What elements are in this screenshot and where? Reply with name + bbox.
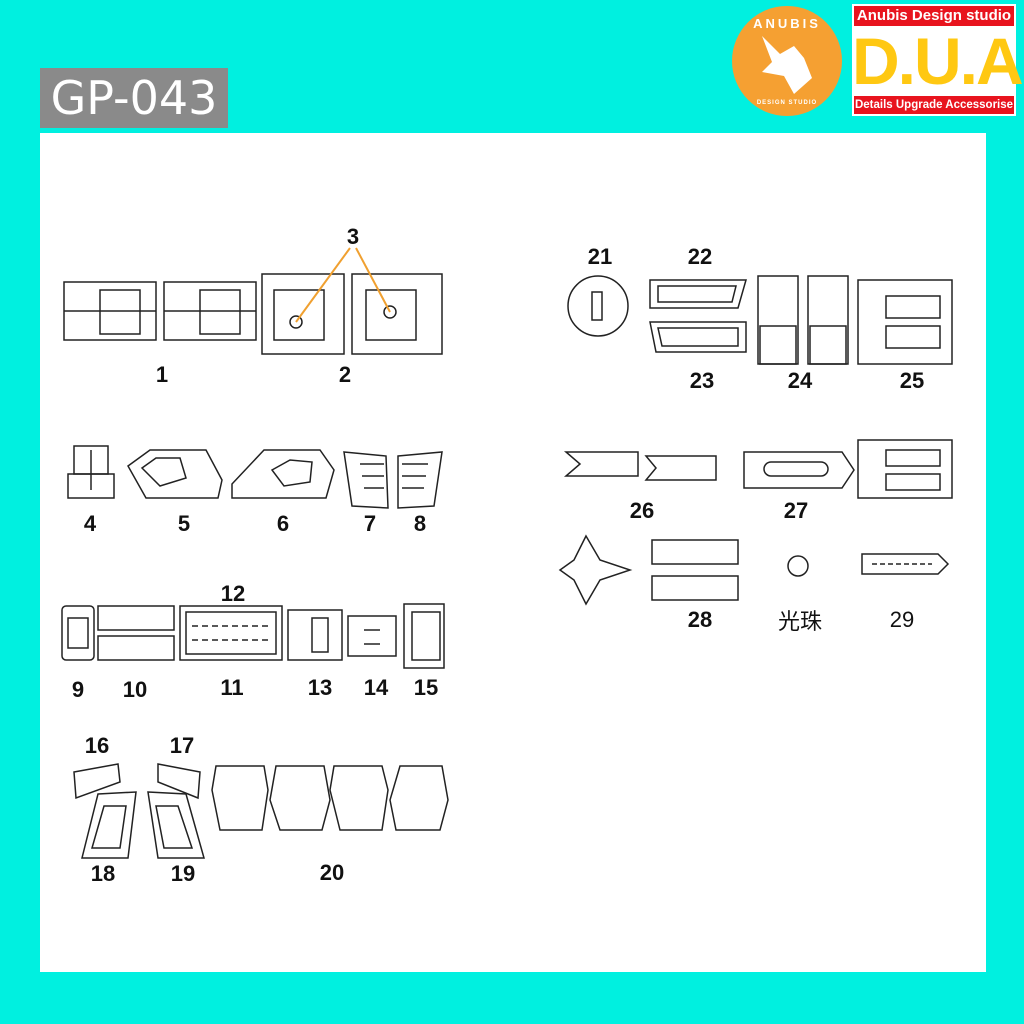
label-part-9: 9 <box>71 677 85 702</box>
anubis-logo-name: ANUBIS <box>753 16 821 31</box>
dua-logo: Anubis Design studio D.U.A Details Upgra… <box>852 4 1024 116</box>
label-part-29: 29 <box>889 607 915 632</box>
label-part-3: 3 <box>346 224 360 249</box>
part-19-drawing <box>147 791 205 859</box>
label-part-19: 19 <box>170 861 196 886</box>
part-7-drawing <box>343 451 389 509</box>
light-bead-drawing <box>787 555 809 577</box>
label-part-8: 8 <box>413 511 427 536</box>
label-part-14: 14 <box>363 675 389 700</box>
anubis-logo: ANUBIS DESIGN STUDIO <box>732 6 842 116</box>
label-part-11: 11 <box>220 675 244 700</box>
label-part-6: 6 <box>276 511 290 536</box>
part-22-drawing <box>649 279 747 309</box>
label-part-5: 5 <box>177 511 191 536</box>
part-24-drawing <box>757 275 849 365</box>
part-28-drawing <box>651 539 739 601</box>
part-26-drawing <box>563 451 717 481</box>
label-part-21: 21 <box>587 244 613 269</box>
part-star-drawing <box>558 534 633 606</box>
part-8-drawing <box>397 451 443 509</box>
label-part-23: 23 <box>689 368 715 393</box>
part-16-drawing <box>73 763 121 800</box>
label-part-4: 4 <box>83 511 97 536</box>
label-part-27: 27 <box>783 498 809 523</box>
part-4-drawing <box>67 445 115 499</box>
dua-main-text: D.U.A <box>852 24 1024 98</box>
label-part-26: 26 <box>629 498 655 523</box>
label-part-12: 12 <box>220 581 246 606</box>
dua-bottom-text: Details Upgrade Accessorise <box>854 96 1014 114</box>
label-part-13: 13 <box>307 675 333 700</box>
product-code: GP-043 <box>40 68 228 128</box>
anubis-logo-subtitle: DESIGN STUDIO <box>756 100 818 106</box>
parts-panel <box>40 133 986 972</box>
part-29-drawing <box>861 553 950 575</box>
part-13-drawing <box>287 609 343 661</box>
part-14-drawing <box>347 615 397 657</box>
part-23-drawing <box>649 321 747 353</box>
label-part-25: 25 <box>899 368 925 393</box>
part-17-drawing <box>157 763 201 800</box>
label-light-bead: 光珠 <box>777 610 823 635</box>
part-2-drawing <box>261 273 443 355</box>
dua-top-text: Anubis Design studio <box>854 6 1014 26</box>
part-25b-drawing <box>857 439 953 499</box>
label-part-1: 1 <box>155 362 169 387</box>
label-part-2: 2 <box>338 362 352 387</box>
part-9-drawing <box>61 605 95 661</box>
label-part-22: 22 <box>687 244 713 269</box>
part-21-drawing <box>567 275 629 337</box>
part-25-drawing <box>857 279 953 365</box>
part-20-drawing <box>211 765 449 831</box>
label-part-28: 28 <box>687 607 713 632</box>
part-1-drawing <box>63 281 257 341</box>
part-11-drawing <box>179 605 283 661</box>
label-part-17: 17 <box>169 733 195 758</box>
part-27-drawing <box>743 451 855 489</box>
anubis-head-icon <box>762 36 812 94</box>
part-10-drawing <box>97 605 175 661</box>
label-part-10: 10 <box>122 677 148 702</box>
part-5-drawing <box>127 449 223 499</box>
label-part-15: 15 <box>413 675 439 700</box>
label-part-20: 20 <box>319 860 345 885</box>
label-part-18: 18 <box>90 861 116 886</box>
label-part-24: 24 <box>787 368 813 393</box>
part-18-drawing <box>81 791 137 859</box>
part-6-drawing <box>231 449 335 499</box>
leader-lines <box>295 247 391 323</box>
part-15-drawing <box>403 603 445 669</box>
label-part-7: 7 <box>363 511 377 536</box>
label-part-16: 16 <box>84 733 110 758</box>
